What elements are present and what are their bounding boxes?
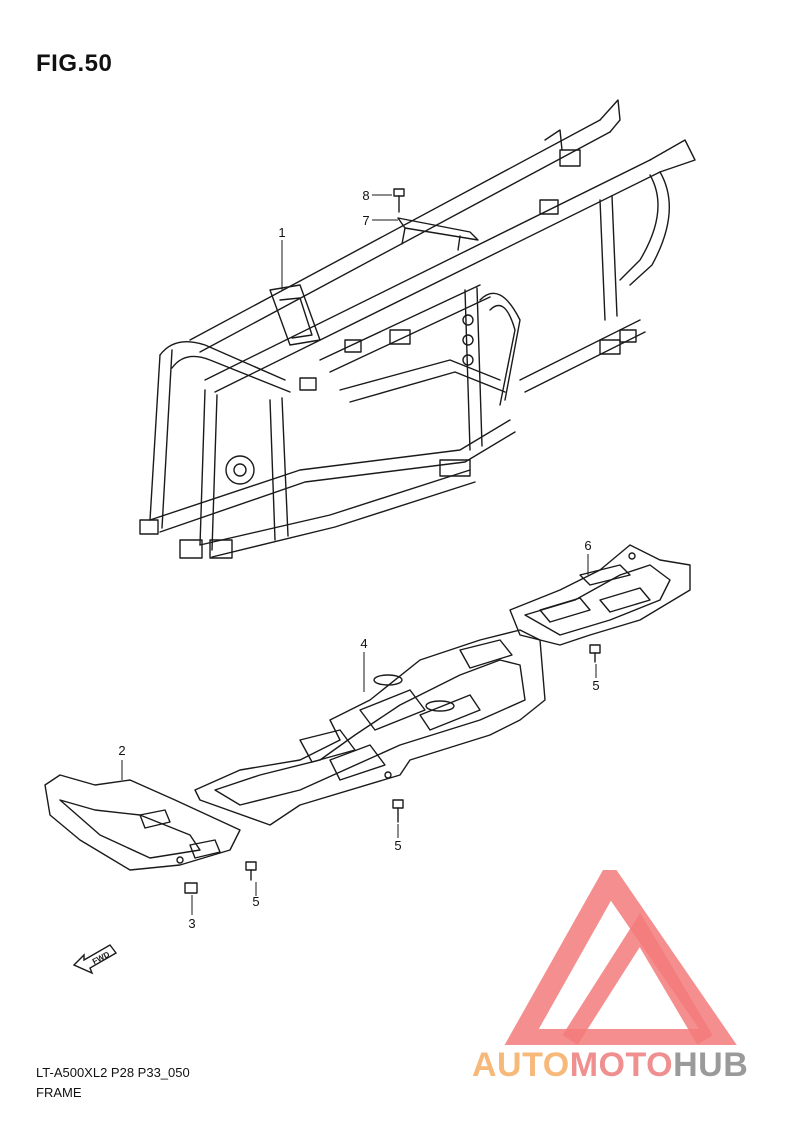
nut-3-part [184, 882, 198, 894]
callout-3: 3 [188, 916, 196, 931]
watermark-text: AUTOMOTOHUB [472, 1046, 748, 1085]
bolt-5b-part [392, 799, 404, 823]
automotohub-logo-icon [504, 870, 737, 1045]
callout-6: 6 [584, 538, 592, 553]
callout-5b: 5 [394, 838, 402, 853]
forward-arrow-icon: FWD [72, 944, 118, 975]
callout-8: 8 [362, 188, 370, 203]
callout-4: 4 [360, 636, 368, 651]
main-frame-part [139, 99, 696, 559]
diagram-name: FRAME [36, 1085, 82, 1100]
figure-title: FIG.50 [36, 50, 113, 77]
bolt-5a-part [589, 644, 601, 663]
rear-skid-plate-part [509, 544, 691, 646]
middle-skid-plate-part [194, 629, 546, 826]
front-skid-plate-part [44, 774, 241, 871]
callout-7: 7 [362, 213, 370, 228]
callout-5c: 5 [252, 894, 260, 909]
bolt-5c-part [245, 861, 257, 881]
watermark-auto: AUTO [472, 1046, 570, 1084]
callout-2: 2 [118, 743, 126, 758]
watermark-moto: MOTO [569, 1046, 674, 1084]
watermark-hub: HUB [673, 1046, 749, 1084]
diagram-code: LT-A500XL2 P28 P33_050 [36, 1065, 190, 1080]
bolt-8-part [393, 188, 405, 213]
callout-5a: 5 [592, 678, 600, 693]
callout-1: 1 [278, 225, 286, 240]
top-bracket-part [397, 217, 479, 251]
